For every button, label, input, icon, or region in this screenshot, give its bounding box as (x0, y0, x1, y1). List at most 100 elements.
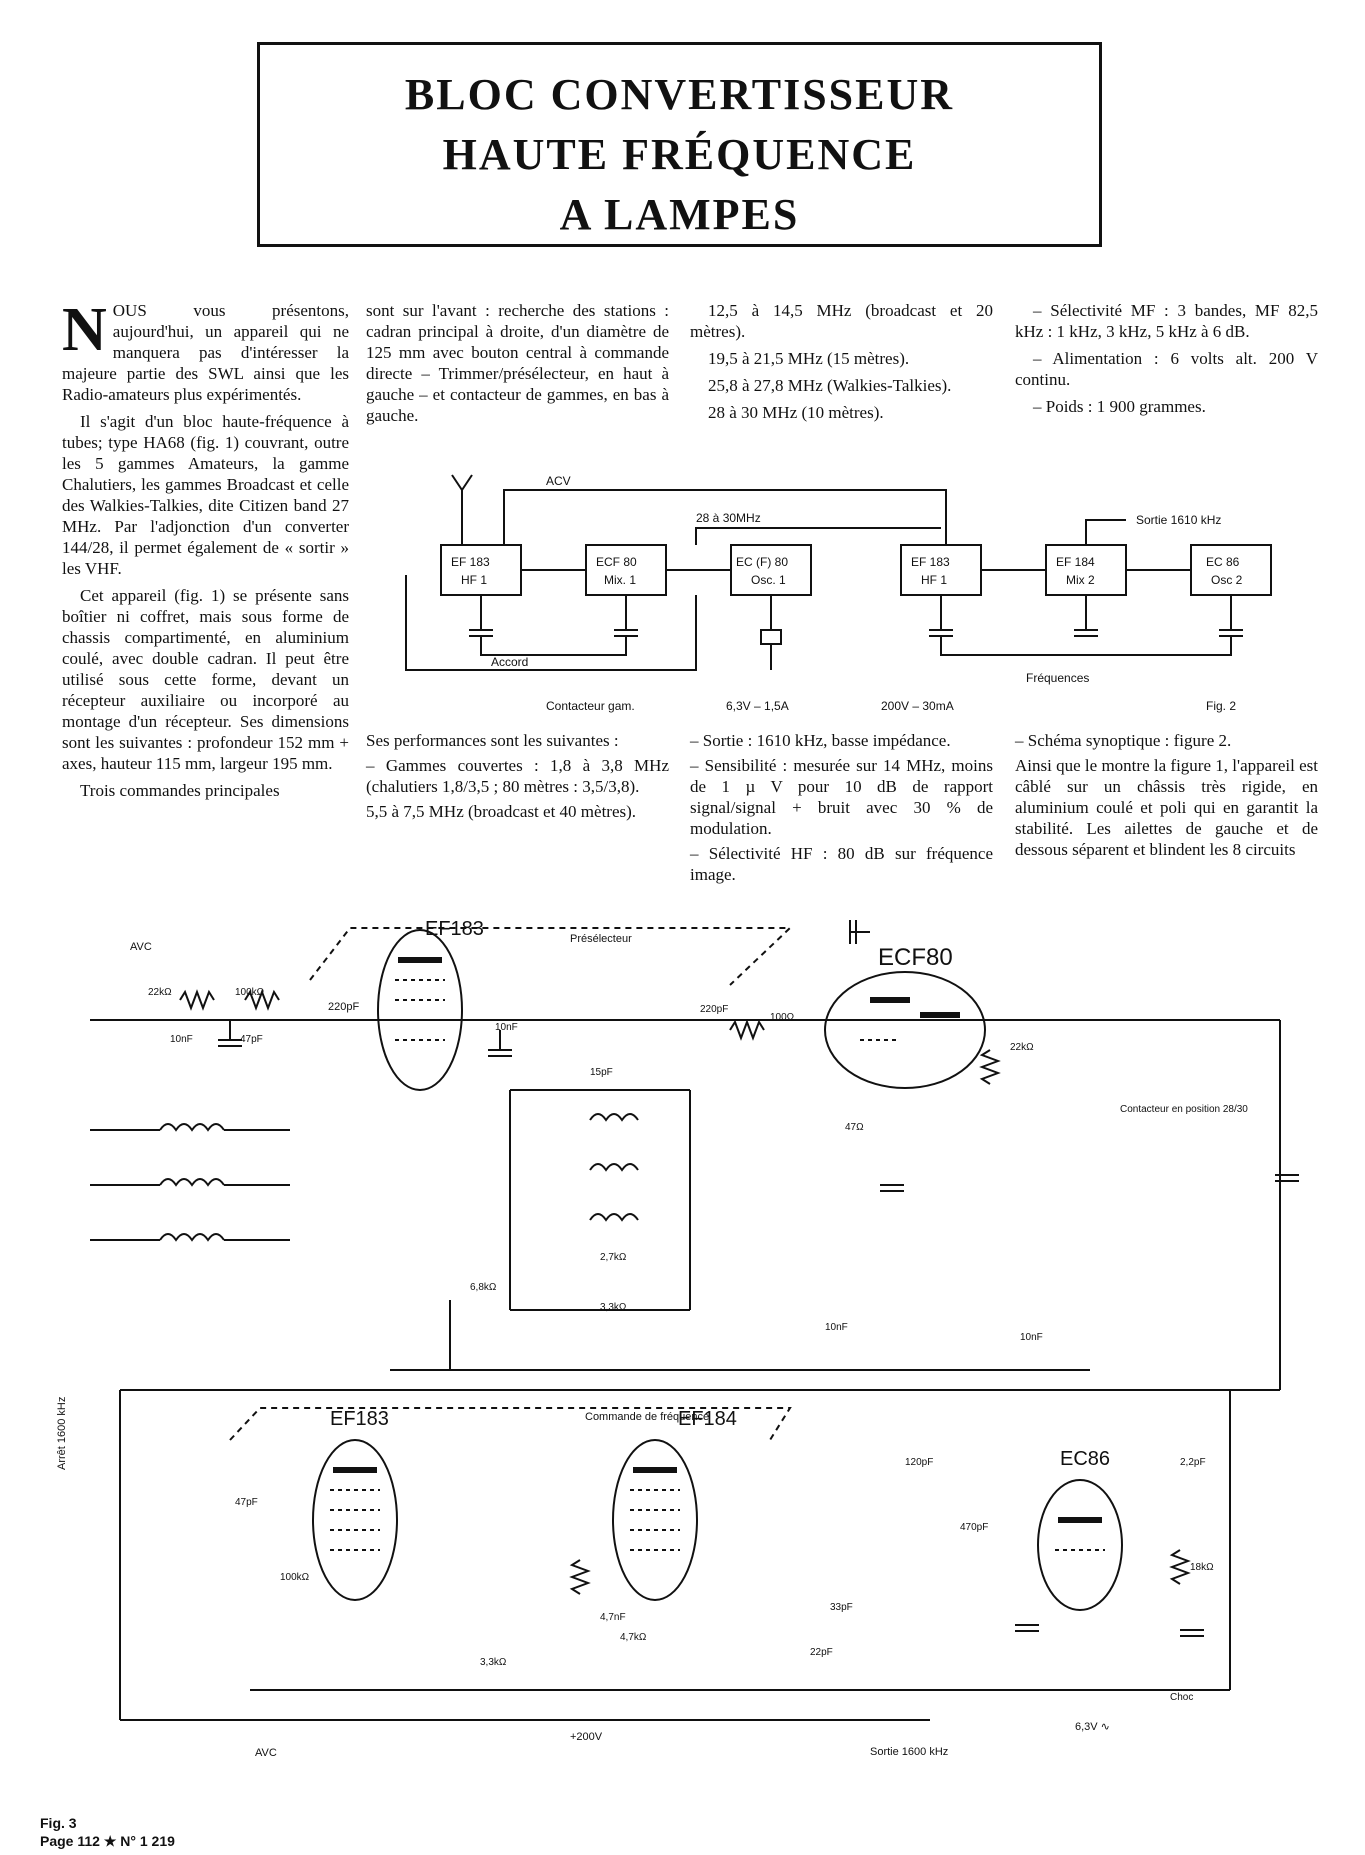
drop-cap: N (62, 296, 107, 364)
tube-label: EF183 (425, 920, 484, 940)
article-column-4: – Sélectivité MF : 3 bandes, MF 82,5 kHz… (1015, 300, 1318, 423)
v63-label: 6,3V ∿ (1075, 1721, 1110, 1733)
output-label: Sortie 1610 kHz (1136, 513, 1221, 527)
commande-label: Commande de fréquence (585, 1411, 709, 1423)
block-tube: EF 184 (1056, 555, 1095, 569)
band-label: 28 à 30MHz (696, 511, 761, 525)
part-label: 220pF (700, 1004, 728, 1015)
tube-label: EC86 (1060, 1448, 1110, 1470)
contacteur-label: Contacteur gam. (546, 699, 635, 713)
part-label: 47pF (240, 1034, 263, 1045)
tube-ef184 (612, 1439, 698, 1601)
part-label: 10nF (495, 1022, 518, 1033)
part-label: 15pF (590, 1067, 613, 1078)
page-number: Page 112 ★ N° 1 219 (40, 1833, 175, 1849)
tube-label: EF183 (330, 1408, 389, 1430)
paragraph: – Schéma synoptique : figure 2. (1015, 731, 1232, 750)
paragraph: – Sortie : 1610 kHz, basse impédance. (690, 731, 951, 750)
part-label: 6,8kΩ (470, 1282, 497, 1293)
paragraph: 25,8 à 27,8 MHz (Walkies-Talkies). (708, 376, 952, 395)
part-label: 470pF (960, 1522, 988, 1533)
paragraph: Ses performances sont les suivantes : (366, 731, 619, 750)
paragraph: – Alimentation : 6 volts alt. 200 V cont… (1015, 349, 1318, 389)
part-label: 22kΩ (1010, 1042, 1034, 1053)
part-label: Choc (1170, 1692, 1193, 1703)
figure-2-block-diagram: ACV 28 à 30MHz Sortie 1610 kHz Accord Co… (405, 474, 1272, 713)
accord-label: Accord (491, 655, 528, 669)
contacteur-label: Contacteur en position 28/30 (1120, 1104, 1248, 1115)
preselecteur-label: Présélecteur (570, 933, 632, 945)
paragraph: 5,5 à 7,5 MHz (broadcast et 40 mètres). (366, 802, 637, 821)
part-label: 100Ω (770, 1012, 795, 1023)
v200-label: 200V – 30mA (881, 699, 954, 713)
paragraph: – Sensibilité : mesurée sur 14 MHz, moin… (690, 756, 993, 838)
sortie-label: Sortie 1600 kHz (870, 1746, 948, 1758)
part-label: 10nF (1020, 1332, 1043, 1343)
freqs-label: Fréquences (1026, 671, 1089, 685)
block-ef183-2 (900, 544, 982, 596)
part-label: 3,3kΩ (600, 1302, 627, 1313)
paragraph-text: OUS vous présentons, aujourd'hui, un app… (62, 301, 349, 404)
fig3-caption: Fig. 3 (40, 1815, 77, 1831)
part-label: 100kΩ (280, 1572, 310, 1583)
part-label: 220pF (328, 1001, 359, 1013)
avc-bottom-label: AVC (255, 1747, 277, 1759)
part-label: 10nF (170, 1034, 193, 1045)
block-tube: EF 183 (911, 555, 950, 569)
tube-ec86 (1037, 1479, 1123, 1611)
paragraph: Cet appareil (fig. 1) se présente sans b… (62, 586, 349, 773)
article-column-4-bottom: – Schéma synoptique : figure 2. Ainsi qu… (1015, 730, 1318, 864)
paragraph: Trois commandes principales (80, 781, 280, 800)
title-line-2: HAUTE FRÉQUENCE (442, 130, 917, 179)
tube-ecf80 (824, 971, 986, 1089)
paragraph: Ainsi que le montre la figure 1, l'appar… (1015, 756, 1318, 859)
tube-ef183-bottom (312, 1439, 398, 1601)
block-tube: EF 183 (451, 555, 490, 569)
article-column-3-bottom: – Sortie : 1610 kHz, basse impédance. – … (690, 730, 993, 889)
block-ecf80 (585, 544, 667, 596)
paragraph: sont sur l'avant : recherche des station… (366, 301, 669, 425)
part-label: 22kΩ (148, 987, 172, 998)
paragraph: 28 à 30 MHz (10 mètres). (708, 403, 884, 422)
part-label: 4,7nF (600, 1612, 626, 1623)
title-line-1: BLOC CONVERTISSEUR (404, 70, 955, 119)
v6-label: 6,3V – 1,5A (726, 699, 789, 713)
tube-label: EF184 (678, 1408, 737, 1430)
block-role: Mix. 1 (604, 573, 636, 587)
part-label: 100kΩ (235, 987, 265, 998)
block-role: HF 1 (461, 573, 487, 587)
title-box: BLOC CONVERTISSEUR HAUTE FRÉQUENCE A LAM… (257, 42, 1102, 247)
fig2-caption: Fig. 2 (1206, 699, 1236, 713)
part-label: 120pF (905, 1457, 933, 1468)
block-tube: EC 86 (1206, 555, 1240, 569)
part-label: 2,7kΩ (600, 1252, 627, 1263)
figure-3-schematic: EF183 ECF80 EF183 EF184 EC86 Présélecteu… (56, 920, 1299, 1759)
paragraph: 19,5 à 21,5 MHz (15 mètres). (708, 349, 910, 368)
article-column-2-bottom: Ses performances sont les suivantes : – … (366, 730, 669, 826)
block-ec86 (1190, 544, 1272, 596)
part-label: 4,7kΩ (620, 1632, 647, 1643)
part-label: 22pF (810, 1647, 833, 1658)
paragraph: – Poids : 1 900 grammes. (1033, 397, 1206, 416)
article-column-2: sont sur l'avant : recherche des station… (366, 300, 669, 432)
acv-label: ACV (546, 474, 571, 488)
part-label: 18kΩ (1190, 1562, 1214, 1573)
part-label: 33pF (830, 1602, 853, 1613)
block-tube: ECF 80 (596, 555, 637, 569)
plus200-label: +200V (570, 1731, 603, 1743)
block-tube: EC (F) 80 (736, 555, 788, 569)
paragraph: – Gammes couvertes : 1,8 à 3,8 MHz (chal… (366, 756, 669, 796)
block-role: Osc 2 (1211, 573, 1243, 587)
tube-label: ECF80 (878, 944, 953, 971)
block-role: HF 1 (921, 573, 947, 587)
block-ef183-1 (440, 544, 522, 596)
block-ec80 (730, 544, 812, 596)
paragraph: Il s'agit d'un bloc haute-fréquence à tu… (62, 412, 349, 578)
paragraph: – Sélectivité HF : 80 dB sur fréquence i… (690, 844, 993, 884)
part-label: 47pF (235, 1497, 258, 1508)
paragraph: – Sélectivité MF : 3 bandes, MF 82,5 kHz… (1015, 301, 1318, 341)
part-label: 2,2pF (1180, 1457, 1206, 1468)
arret-label: Arrêt 1600 kHz (56, 1397, 68, 1470)
